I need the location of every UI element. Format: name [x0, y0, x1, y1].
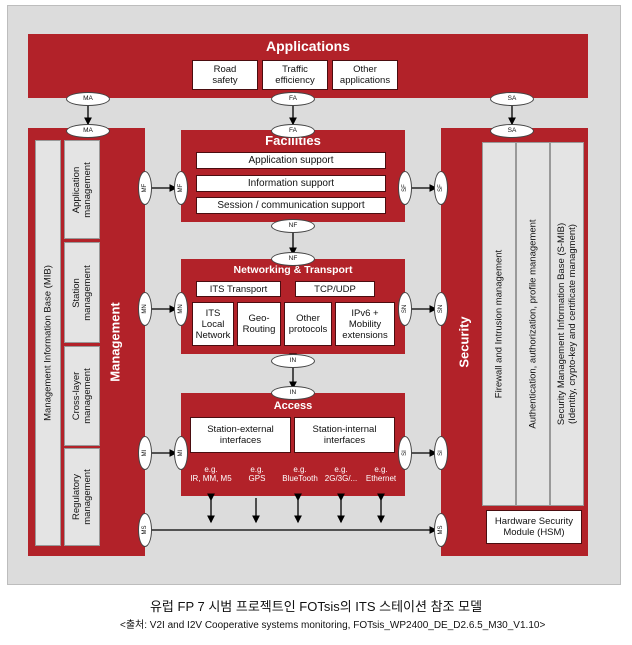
sap-fa-top: FA [271, 92, 315, 106]
security-authentication: Authentication, authorization, profile m… [516, 142, 550, 506]
sap-sa-top: SA [490, 92, 534, 106]
sap-in-bottom: IN [271, 386, 315, 400]
facility-information-support: Information support [196, 175, 386, 192]
sap-si-left: SI [398, 436, 412, 470]
management-mib: Management Information Base (MIB) [35, 140, 61, 546]
sap-mf-right: MF [174, 171, 188, 205]
sap-sf-right: SF [434, 171, 448, 205]
security-firewall: Firewall and Intrusion management [482, 142, 516, 506]
app-other-applications: Other applications [332, 60, 398, 90]
sap-si-right: SI [434, 436, 448, 470]
management-regulatory: Regulatory management [64, 448, 100, 546]
sap-ms-right: MS [434, 513, 448, 547]
management-application: Application management [64, 140, 100, 239]
sap-sa-bottom: SA [490, 124, 534, 138]
access-station-internal: Station-internal interfaces [294, 417, 395, 453]
sap-mi-left: MI [138, 436, 152, 470]
security-hsm: Hardware Security Module (HSM) [486, 510, 582, 544]
sap-nf-bottom: NF [271, 252, 315, 266]
sap-sn-right: SN [434, 292, 448, 326]
sap-mn-right: MN [174, 292, 188, 326]
sap-ma-top: MA [66, 92, 110, 106]
sap-sn-left: SN [398, 292, 412, 326]
facilities-layer: Facilities Application support Informati… [181, 130, 405, 222]
sap-mf-left: MF [138, 171, 152, 205]
sap-in-top: IN [271, 354, 315, 368]
facility-application-support: Application support [196, 152, 386, 169]
access-layer: Access Station-external interfaces Stati… [181, 393, 405, 496]
networking-transport-layer: Networking & Transport ITS Transport TCP… [181, 259, 405, 354]
management-cross-layer: Cross-layer management [64, 346, 100, 446]
sap-nf-top: NF [271, 219, 315, 233]
net-ipv6-mobility: IPv6 + Mobility extensions [335, 302, 395, 346]
sap-mi-right: MI [174, 436, 188, 470]
applications-title: Applications [265, 38, 350, 54]
net-other-protocols: Other protocols [284, 302, 332, 346]
access-station-external: Station-external interfaces [190, 417, 291, 453]
figure-caption-title: 유럽 FP 7 시범 프로젝트인 FOTsis의 ITS 스테이션 참조 모델 [149, 599, 483, 614]
sap-ms-left: MS [138, 513, 152, 547]
access-example-2g3g: e.g. 2G/3G/... [324, 465, 358, 483]
figure-caption-source: <출처: V2I and I2V Cooperative systems mon… [120, 620, 546, 631]
access-example-bluetooth: e.g. BlueTooth [282, 465, 318, 483]
access-title: Access [273, 400, 313, 412]
management-station: Station management [64, 242, 100, 343]
security-smib: Security Management Information Base (S-… [550, 142, 584, 506]
net-tcp-udp: TCP/UDP [295, 281, 375, 297]
sap-sf-left: SF [398, 171, 412, 205]
facilities-title: Facilities [265, 133, 321, 148]
access-example-ethernet: e.g. Ethernet [365, 465, 397, 483]
net-geo-routing: Geo- Routing [237, 302, 281, 346]
access-example-ir: e.g. IR, MM, M5 [190, 465, 232, 483]
management-layer: Management Information Base (MIB) Applic… [28, 128, 145, 556]
applications-layer: Applications Road safety Traffic efficie… [28, 34, 588, 98]
net-its-transport: ITS Transport [196, 281, 281, 297]
net-its-local-network: ITS Local Network [192, 302, 234, 346]
app-road-safety: Road safety [192, 60, 258, 90]
security-layer: Security Firewall and Intrusion manageme… [441, 128, 588, 556]
sap-fa-bottom: FA [271, 124, 315, 138]
access-example-gps: e.g. GPS [248, 465, 266, 483]
sap-ma-bottom: MA [66, 124, 110, 138]
networking-title: Networking & Transport [233, 264, 353, 276]
sap-mn-left: MN [138, 292, 152, 326]
app-traffic-efficiency: Traffic efficiency [262, 60, 328, 90]
facility-session-communication-support: Session / communication support [196, 197, 386, 214]
